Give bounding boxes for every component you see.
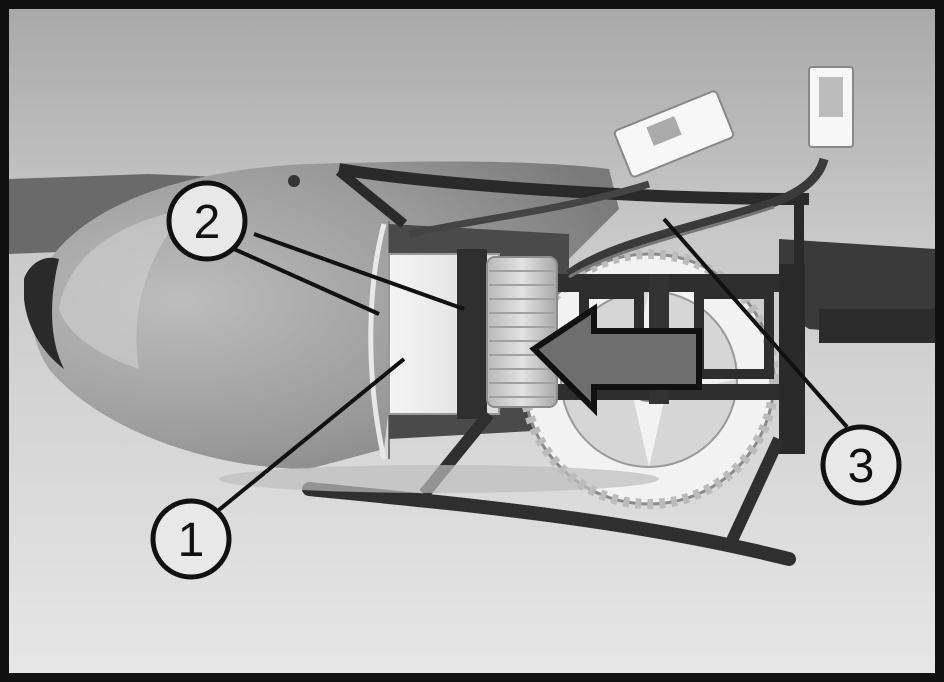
canopy-highlight	[59, 209, 189, 369]
callout-leaders	[212, 217, 849, 516]
rear-shaft	[819, 309, 935, 343]
callout-2: 2	[166, 180, 248, 262]
callout-1-label: 1	[178, 514, 205, 567]
wire-second	[408, 180, 651, 238]
battery-strap	[457, 249, 487, 419]
connector-right	[808, 66, 854, 148]
callout-2-label: 2	[194, 196, 221, 249]
canopy-screw	[288, 175, 300, 187]
upper-rod	[338, 163, 810, 205]
canopy-rim	[368, 223, 387, 460]
wire-dark	[566, 157, 829, 278]
callout-3-label: 3	[848, 440, 875, 493]
callout-1: 1	[150, 498, 232, 580]
connector-left	[613, 90, 735, 178]
arrow-left-icon	[529, 303, 702, 417]
motor-coil	[486, 256, 558, 408]
helicopter-assembly-photo: 2 1 3	[9, 9, 935, 673]
nose-tip	[24, 257, 64, 369]
callout-3: 3	[820, 424, 902, 506]
